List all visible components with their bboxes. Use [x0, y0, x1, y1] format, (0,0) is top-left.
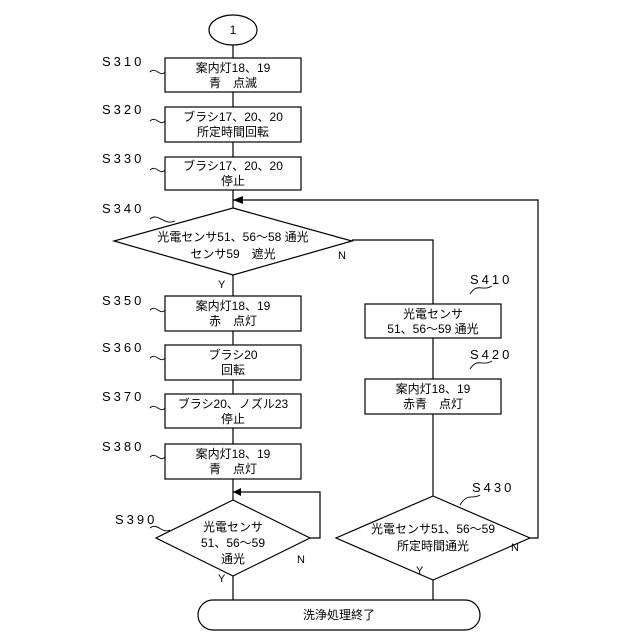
s430-line-2: 所定時間通光	[397, 538, 469, 553]
s380-step-id: S380	[102, 439, 144, 454]
s410-line-1: 光電センサ	[403, 307, 463, 321]
s310-line-2: 青 点滅	[209, 76, 257, 90]
s390-line-2: 51、56～59	[201, 536, 265, 550]
s390-line-3: 通光	[221, 552, 245, 566]
s330-line-2: 停止	[221, 173, 245, 188]
step-s330: ブラシ17、20、20 停止 S330	[102, 151, 301, 190]
s370-line-2: 停止	[221, 411, 245, 426]
step-s410: 光電センサ 51、56～59 通光 S410	[365, 272, 512, 338]
decision-s390: 光電センサ 51、56～59 通光 S390 Y N	[115, 500, 310, 585]
s390-step-id: S390	[115, 512, 157, 527]
s350-step-id: S350	[102, 293, 144, 308]
s390-line-1: 光電センサ	[203, 520, 263, 534]
s340-step-id: S340	[102, 201, 144, 216]
s390-yes-label: Y	[218, 573, 226, 585]
s390-no-label: N	[297, 554, 305, 566]
s320-step-id: S320	[102, 102, 144, 117]
step-s370: ブラシ20、ノズル23 停止 S370	[102, 389, 301, 428]
s430-yes-label: Y	[416, 565, 424, 577]
start-connector: 1	[209, 15, 257, 45]
s420-step-id: S420	[470, 347, 512, 362]
s310-line-1: 案内灯18、19	[196, 60, 271, 75]
s310-step-id: S310	[102, 54, 144, 69]
s340-yes-label: Y	[218, 279, 226, 291]
end-label: 洗浄処理終了	[303, 607, 375, 622]
step-s310: 案内灯18、19 青 点滅 S310	[102, 54, 301, 92]
s330-line-1: ブラシ17、20、20	[183, 158, 283, 173]
s320-line-1: ブラシ17、20、20	[183, 109, 283, 124]
s320-line-2: 所定時間回転	[197, 124, 269, 139]
start-label: 1	[230, 23, 237, 37]
s430-line-1: 光電センサ51、56～59	[371, 522, 495, 536]
s420-line-1: 案内灯18、19	[396, 381, 471, 396]
s360-step-id: S360	[102, 340, 144, 355]
s370-step-id: S370	[102, 389, 144, 404]
s410-line-2: 51、56～59 通光	[387, 322, 478, 336]
end-terminal: 洗浄処理終了	[198, 600, 480, 630]
s350-line-1: 案内灯18、19	[196, 298, 271, 313]
s340-no-label: N	[338, 250, 346, 262]
s430-step-id: S430	[472, 480, 514, 495]
s370-line-1: ブラシ20、ノズル23	[178, 396, 289, 411]
s330-step-id: S330	[102, 151, 144, 166]
s380-line-1: 案内灯18、19	[196, 446, 271, 461]
s380-line-2: 青 点灯	[209, 462, 257, 476]
s340-line-1: 光電センサ51、56～58 通光	[157, 230, 308, 244]
s430-no-label: N	[511, 542, 519, 554]
decision-s340: 光電センサ51、56～58 通光 センサ59 遮光 S340 Y N	[102, 201, 352, 291]
step-s360: ブラシ20 回転 S360	[102, 340, 301, 380]
step-s320: ブラシ17、20、20 所定時間回転 S320	[102, 102, 301, 142]
s360-line-2: 回転	[221, 363, 245, 377]
s410-step-id: S410	[470, 272, 512, 287]
s340-line-2: センサ59 遮光	[190, 246, 275, 261]
step-s380: 案内灯18、19 青 点灯 S380	[102, 439, 301, 479]
s350-line-2: 赤 点灯	[209, 314, 257, 328]
step-s420: 案内灯18、19 赤青 点灯 S420	[365, 347, 512, 414]
s360-line-1: ブラシ20	[208, 347, 257, 362]
step-s350: 案内灯18、19 赤 点灯 S350	[102, 293, 301, 331]
s420-line-2: 赤青 点灯	[403, 397, 463, 411]
